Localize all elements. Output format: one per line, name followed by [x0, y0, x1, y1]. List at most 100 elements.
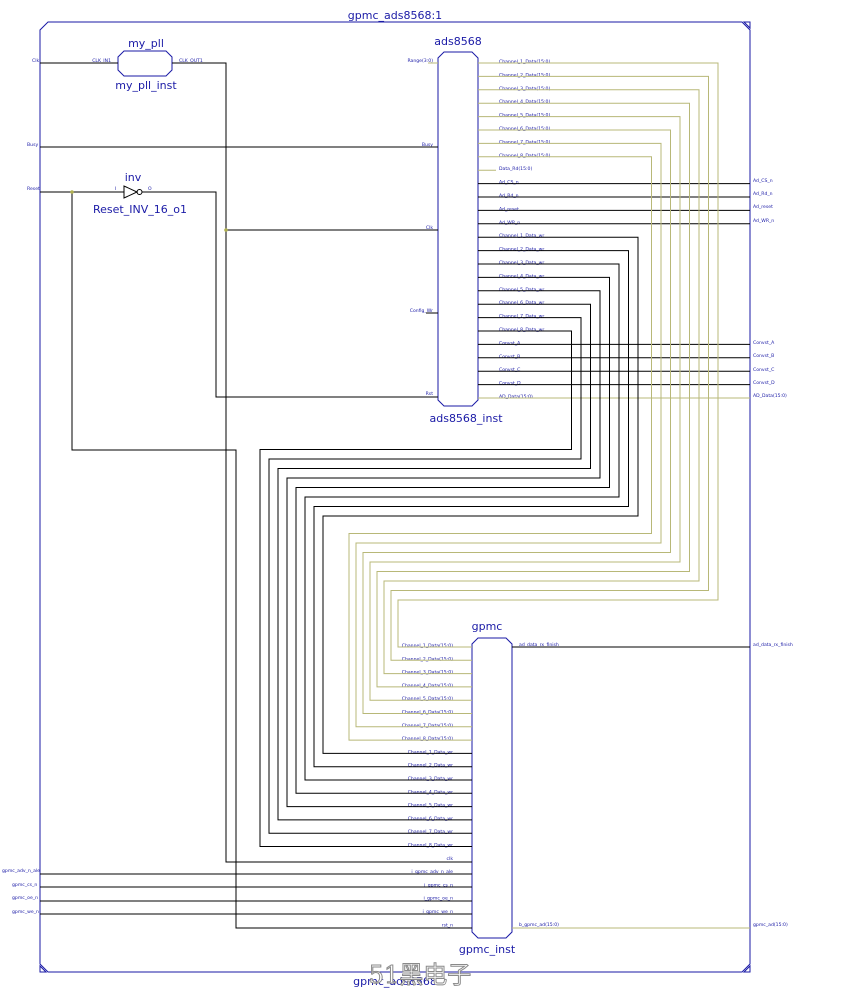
- gpmc-left-pin-label: Channel_3_Data(15:0): [402, 670, 453, 676]
- ads-right-pin-label: Convst_B: [499, 354, 520, 360]
- inv-out-pin: O: [148, 186, 152, 192]
- ads-right-pin-label: Channel_1_Data_wr: [499, 233, 544, 239]
- inv-in-pin: I: [115, 186, 116, 192]
- ads-right-pin-label: Channel_8_Data(15:0): [499, 153, 550, 159]
- gpmc-left-pin-label: Channel_2_Data(15:0): [402, 656, 453, 662]
- ads-inst: ads8568_inst: [429, 412, 503, 425]
- ads-pin-busy: Busy: [422, 142, 433, 148]
- frame-title: gpmc_ads8568:1: [348, 9, 442, 22]
- gpmc-left-pin-label: i_gpmc_we_n: [423, 909, 454, 915]
- port-convst-d: Convst_D: [753, 380, 775, 386]
- port-gpmc-oe: gpmc_oe_n: [12, 896, 38, 901]
- ads-right-pin-label: Channel_3_Data_wr: [499, 260, 544, 266]
- ads-right-pin-label: Channel_3_Data(15:0): [499, 86, 550, 92]
- port-ad-reset: Ad_reset: [753, 204, 773, 210]
- inverter-gate[interactable]: inv Reset_INV_16_o1 I O: [93, 171, 187, 216]
- ads-right-pin-label: Channel_5_Data(15:0): [499, 113, 550, 119]
- ads-pin-config-wr: Config_Wr: [410, 308, 433, 314]
- gpmc-left-pin-label: Channel_5_Data(15:0): [402, 696, 453, 702]
- wire-channel-wr: [277, 303, 591, 821]
- wire-channel-data: [369, 116, 681, 701]
- ads8568-block[interactable]: ads8568 ads8568_inst Range(3:0) Busy Clk…: [407, 35, 550, 425]
- port-reset: Reset: [27, 186, 40, 192]
- ads-right-pin-label: Ad_CS_n: [499, 180, 519, 186]
- ads-pin-range: Range(3:0): [407, 58, 433, 64]
- gpmc-left-pin-label: i_gpmc_adv_n_ale: [411, 869, 453, 875]
- gpmc-pin-ad: b_gpmc_ad(15:0): [519, 922, 559, 928]
- frame-title-bottom: gpmc_ads8568: [353, 975, 437, 988]
- ads-pin-rst: Rst: [426, 391, 434, 397]
- wire-channel-wr: [268, 317, 582, 834]
- pll-in-pin: CLK_IN1: [92, 58, 111, 64]
- wire-channel-data: [397, 62, 719, 648]
- wires-channel-routing: [259, 62, 719, 847]
- wire-channel-wr: [304, 263, 620, 781]
- port-gpmc-adv: gpmc_adv_n_ale: [2, 868, 40, 874]
- gpmc-left-pin-label: Channel_7_Data_wr: [408, 829, 453, 835]
- pll-out-pin: CLK_OUT1: [179, 58, 203, 64]
- gpmc-left-pin-label: clk: [447, 856, 454, 862]
- wire-channel-wr: [295, 276, 610, 794]
- port-ad-wr: Ad_WR_n: [753, 218, 774, 224]
- gpmc-left-pin-label: Channel_1_Data_wr: [408, 749, 453, 755]
- gpmc-left-pin-label: i_gpmc_oe_n: [423, 896, 453, 902]
- gpmc-pin-finish: ad_data_rx_finish: [519, 642, 559, 648]
- ads-right-pin-label: Convst_D: [499, 381, 521, 387]
- port-gpmc-ad: gpmc_ad(15:0): [753, 922, 788, 928]
- ads-right-pin-label: Channel_5_Data_wr: [499, 287, 544, 293]
- wire-channel-data: [390, 75, 709, 661]
- wires-fixed: [40, 62, 750, 929]
- ads-right-pin-label: Convst_C: [499, 367, 520, 373]
- port-clk: Clk: [32, 58, 39, 64]
- ads-right-pin-label: Ad_Rd_n: [499, 193, 519, 199]
- gpmc-left-pins: Channel_1_Data(15:0) Channel_2_Data(15:0)…: [402, 643, 454, 928]
- ads-right-pin-label: Channel_7_Data_wr: [499, 314, 544, 320]
- wires-ads-outputs: [428, 62, 750, 399]
- port-ad-cs: Ad_CS_n: [753, 178, 773, 184]
- gpmc-left-pin-label: rst_n: [442, 922, 453, 928]
- gpmc-left-pin-label: Channel_3_Data_wr: [408, 776, 453, 782]
- gpmc-left-pin-label: Channel_4_Data(15:0): [402, 683, 453, 689]
- ads-right-pin-label: Channel_4_Data(15:0): [499, 99, 550, 105]
- port-gpmc-we: gpmc_we_n: [12, 910, 39, 915]
- ads-right-pins: Channel_1_Data(15:0)Channel_2_Data(15:0)…: [499, 59, 550, 400]
- ads-right-pin-label: Channel_2_Data_wr: [499, 247, 544, 253]
- wire-channel-data: [362, 129, 671, 714]
- gpmc-left-pin-label: Channel_5_Data_wr: [408, 803, 453, 809]
- gpmc-left-pin-label: Channel_8_Data(15:0): [402, 736, 453, 742]
- wire-channel-data: [376, 102, 690, 688]
- ads-right-pin-label: Ad_WR_n: [499, 220, 520, 226]
- gpmc-left-pin-label: Channel_1_Data(15:0): [402, 643, 453, 649]
- port-convst-b: Convst_B: [753, 353, 774, 359]
- pll-name: my_pll: [128, 37, 164, 50]
- pll-inst: my_pll_inst: [115, 79, 177, 92]
- gpmc-left-pin-label: Channel_8_Data_wr: [408, 843, 453, 849]
- wire-channel-data: [348, 156, 652, 741]
- ads-right-pin-label: Channel_2_Data(15:0): [499, 72, 550, 78]
- gpmc-block[interactable]: gpmc gpmc_inst ad_data_rx_finish b_gpmc_…: [402, 620, 559, 956]
- port-convst-a: Convst_A: [753, 340, 775, 346]
- port-ad-rd: Ad_Rd_n: [753, 191, 773, 197]
- wire-channel-data: [383, 89, 700, 675]
- ads-right-pin-label: Channel_6_Data(15:0): [499, 126, 550, 132]
- wire-channel-wr: [286, 290, 601, 808]
- ads-right-pin-label: Channel_8_Data_wr: [499, 327, 544, 333]
- gpmc-inst: gpmc_inst: [459, 943, 516, 956]
- pll-block[interactable]: my_pll my_pll_inst CLK_IN1 CLK_OUT1: [92, 37, 203, 92]
- port-convst-c: Convst_C: [753, 367, 774, 373]
- ads-name: ads8568: [434, 35, 481, 48]
- ads-right-pin-label: Data_Rd(15:0): [499, 166, 532, 172]
- wire-channel-wr: [259, 330, 572, 847]
- ads-pin-clk: Clk: [426, 225, 433, 231]
- output-ports: Ad_CS_n Ad_Rd_n Ad_reset Ad_WR_n Convst_…: [753, 178, 793, 928]
- gpmc-left-pin-label: i_gpmc_cs_n: [424, 882, 453, 888]
- ads-right-pin-label: AD_Data(15:0): [499, 394, 533, 400]
- wire-channel-wr: [322, 236, 639, 754]
- port-ad-data-rx-finish: ad_data_rx_finish: [753, 642, 793, 648]
- ads-right-pin-label: Channel_7_Data(15:0): [499, 139, 550, 145]
- gpmc-left-pin-label: Channel_4_Data_wr: [408, 789, 453, 795]
- ads-right-pin-label: Ad_reset: [499, 206, 519, 212]
- gpmc-left-pin-label: Channel_6_Data(15:0): [402, 710, 453, 716]
- wire-channel-wr: [313, 250, 629, 768]
